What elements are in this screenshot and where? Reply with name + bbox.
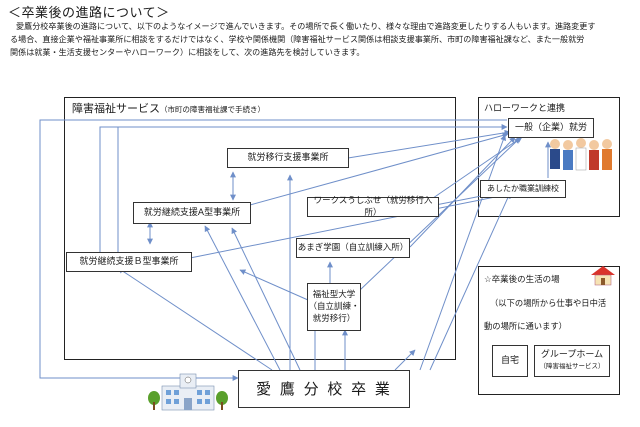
welfare-university-box: 福祉型大学 （自立訓練・ 就労移行） (307, 283, 361, 331)
group-home-box: グループホーム （障害福祉サービス） (534, 345, 610, 377)
group-home-note: （障害福祉サービス） (539, 362, 605, 370)
life-desc-1: （以下の場所から仕事や日中活 (490, 298, 607, 308)
life-desc-2: 動の場所に通います） (484, 321, 567, 331)
arrow (231, 227, 301, 371)
welfare-panel-title: 障害福祉サービス（市町の障害福祉課で手続き） (72, 100, 265, 116)
arrow (419, 134, 506, 371)
type-b-office: 就労継続支援Ｂ型事業所 (66, 252, 192, 272)
arrow (429, 192, 511, 371)
arrow (239, 269, 309, 301)
arrow (204, 225, 281, 371)
page-title: ＜卒業後の進路について＞ (8, 6, 170, 21)
graduation-box: 愛 鷹 分 校 卒 業 (238, 370, 410, 408)
welfare-services-panel (64, 97, 456, 360)
training-school-box: あしたか職業訓練校 (480, 180, 566, 198)
type-a-office: 就労継続支援A型事業所 (133, 202, 251, 224)
worker-figure (550, 138, 612, 171)
life-title: ☆卒業後の生活の場 (484, 275, 560, 285)
school-icon (148, 373, 228, 411)
workers-illustration (550, 138, 612, 171)
amagi-box: あまぎ学園（自立訓練入所） (296, 238, 410, 258)
transition-support-office: 就労移行支援事業所 (227, 148, 349, 168)
intro-line: る場合、直接企業や福祉事業所に相談をするだけではなく、学校や関係機関（障害福祉サ… (10, 34, 585, 44)
workshop-box: ワークスうしぶせ（就労移行入所） (307, 196, 439, 218)
arrow (347, 129, 511, 159)
intro-line: 関係は就業・生活支援センターやハローワーク）に相談をして、次の進路先を検討してい… (10, 47, 365, 57)
university-line: （自立訓練・ (308, 302, 360, 312)
arrow (409, 136, 516, 248)
general-employment-box: 一般（企業）就労 (508, 118, 594, 138)
welfare-title: 障害福祉サービス (72, 102, 160, 115)
arrow (117, 267, 273, 371)
arrow (419, 136, 523, 208)
university-line: 福祉型大学 (312, 290, 356, 300)
intro-text: 愛鷹分校卒業後の進路について、以下のようなイメージで進んでいきます。その場所で長… (10, 20, 630, 59)
hellowork-title: ハローワークと連携 (484, 104, 566, 114)
group-home-label: グループホーム (540, 350, 604, 360)
welfare-note: （市町の障害福祉課で手続き） (160, 105, 265, 114)
house-icon (591, 266, 615, 286)
arrow (39, 119, 507, 381)
arrow (394, 349, 416, 371)
university-line: 就労移行） (312, 314, 356, 324)
home-box: 自宅 (492, 345, 528, 377)
arrow (99, 124, 508, 252)
intro-line: 愛鷹分校卒業後の進路について、以下のようなイメージで進んでいきます。その場所で長… (16, 21, 596, 31)
arrow (359, 137, 521, 291)
arrow (249, 132, 509, 206)
arrow (189, 192, 511, 259)
